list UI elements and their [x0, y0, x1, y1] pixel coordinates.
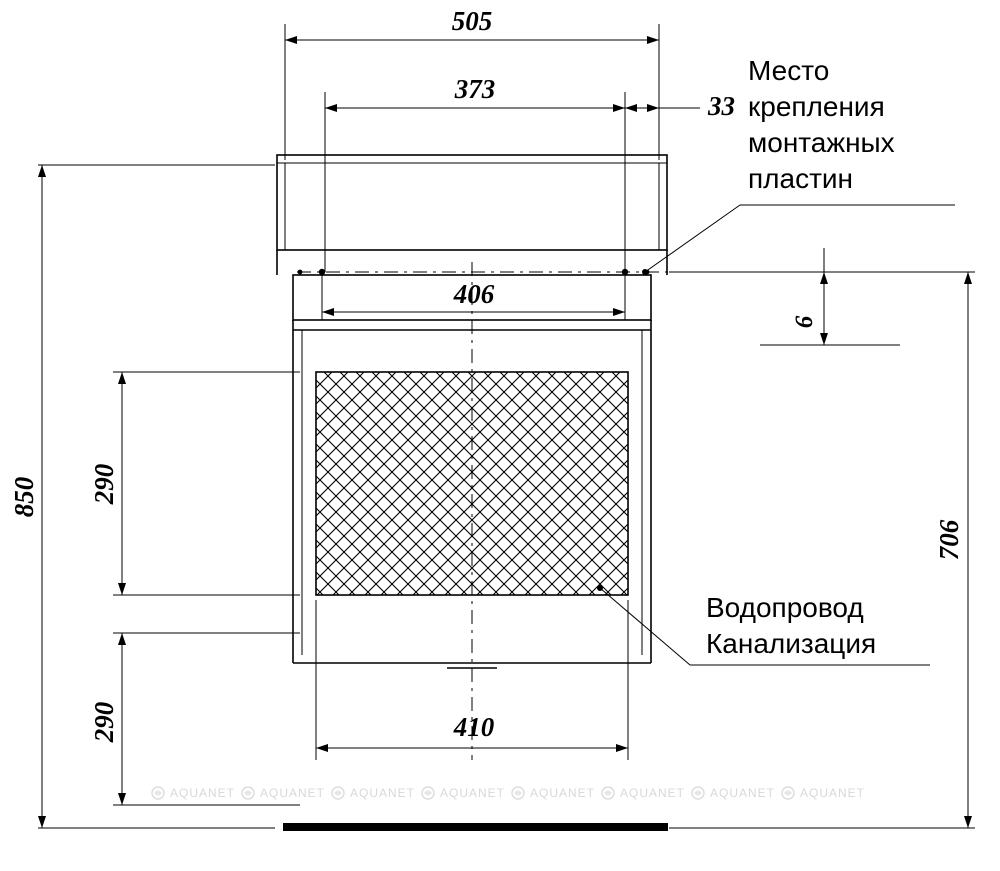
watermark-row: AQUANET AQUANET AQUANET AQUANET AQUANET — [151, 786, 865, 800]
dimension-850: 850 — [9, 164, 275, 829]
dim-label-6: 6 — [791, 315, 818, 328]
svg-text:AQUANET: AQUANET — [710, 786, 775, 800]
plumbing-note-line-2: Канализация — [706, 628, 876, 659]
dimension-6: 6 — [760, 248, 900, 346]
svg-text:AQUANET: AQUANET — [260, 786, 325, 800]
mount-note-line-4: пластин — [748, 163, 853, 194]
svg-text:AQUANET: AQUANET — [440, 786, 505, 800]
dimension-406: 406 — [321, 272, 626, 320]
mount-note-line-1: Место — [748, 55, 829, 86]
dimension-505: 505 — [284, 6, 660, 160]
dimension-33: 33 — [625, 91, 735, 160]
dimension-706: 706 — [669, 271, 975, 829]
dim-label-850: 850 — [9, 476, 39, 517]
dim-label-406: 406 — [453, 279, 495, 309]
svg-text:AQUANET: AQUANET — [170, 786, 235, 800]
dim-label-410: 410 — [453, 712, 495, 742]
svg-text:AQUANET: AQUANET — [350, 786, 415, 800]
plumbing-note-line-1: Водопровод — [706, 592, 864, 623]
dim-label-290-upper: 290 — [89, 463, 119, 505]
mount-note-line-2: крепления — [748, 91, 885, 122]
dim-label-505: 505 — [452, 6, 493, 36]
dimension-410: 410 — [315, 600, 629, 760]
dim-label-706: 706 — [934, 519, 964, 560]
plumbing-note-text: Водопровод Канализация — [706, 592, 876, 659]
mount-note-line-3: монтажных — [748, 127, 895, 158]
svg-text:AQUANET: AQUANET — [530, 786, 595, 800]
dim-label-33: 33 — [707, 91, 735, 121]
mount-note-leader — [642, 204, 955, 275]
dim-label-290-lower: 290 — [89, 701, 119, 743]
dimension-373: 373 — [324, 74, 626, 272]
dim-label-373: 373 — [454, 74, 496, 104]
svg-text:AQUANET: AQUANET — [620, 786, 685, 800]
dimension-290-upper: 290 — [89, 371, 300, 596]
svg-text:AQUANET: AQUANET — [800, 786, 865, 800]
mount-note-text: Место крепления монтажных пластин — [748, 55, 895, 194]
plumbing-note-leader — [597, 585, 930, 666]
dimension-290-lower: 290 — [89, 632, 300, 806]
